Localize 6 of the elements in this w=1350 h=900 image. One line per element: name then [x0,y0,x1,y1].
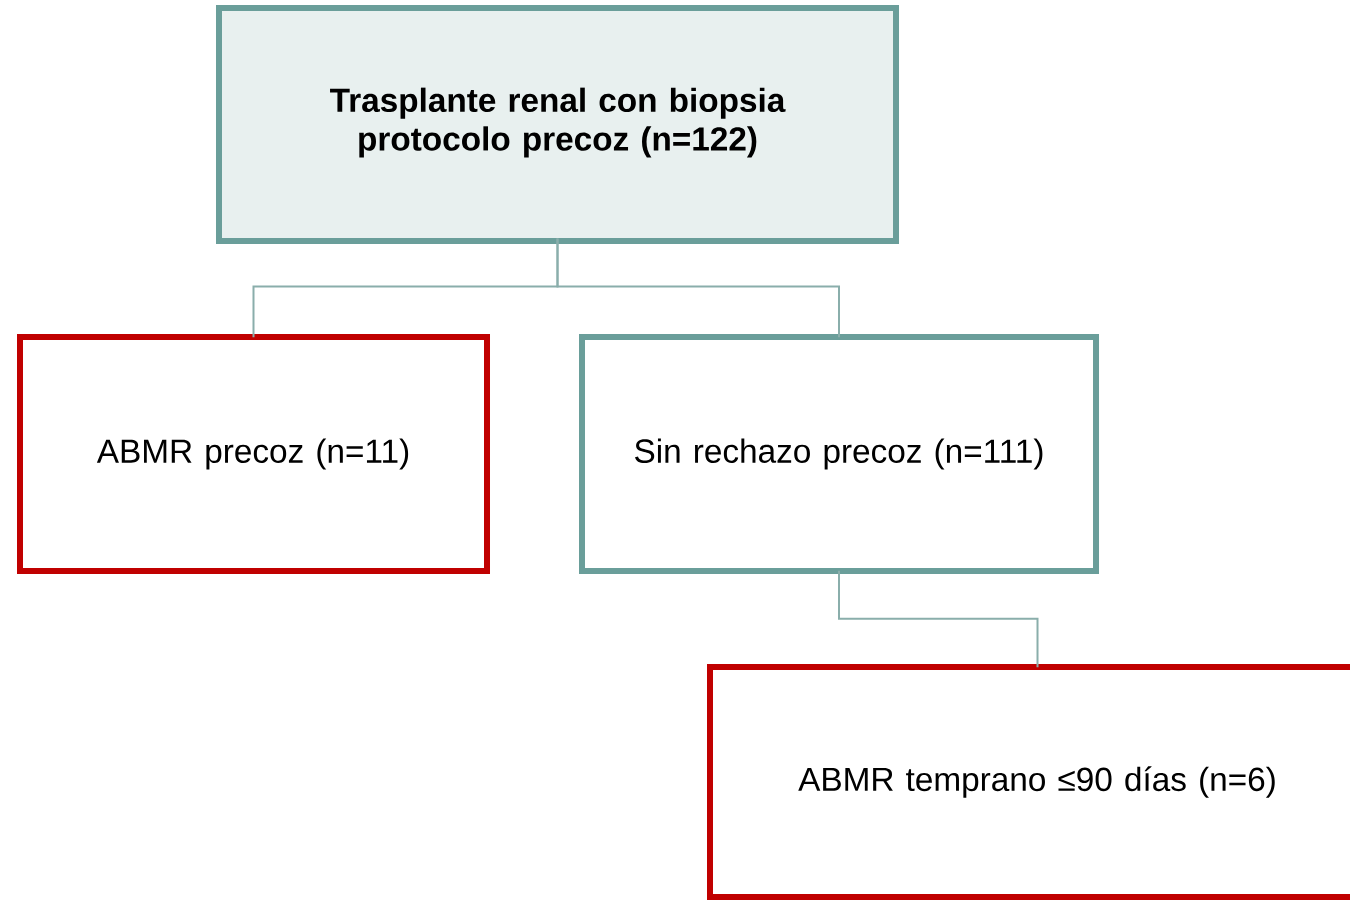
process-box: ABMR temprano ≤90 días (n=6) [707,664,1350,900]
process-box: Sin rechazo precoz (n=111) [579,334,1099,574]
process-box: Trasplante renal con biopsia protocolo precoz (n=122) [216,5,899,244]
connector-line [838,569,1039,669]
process-box: ABMR precoz (n=11) [17,334,490,574]
connector-line [556,237,840,339]
